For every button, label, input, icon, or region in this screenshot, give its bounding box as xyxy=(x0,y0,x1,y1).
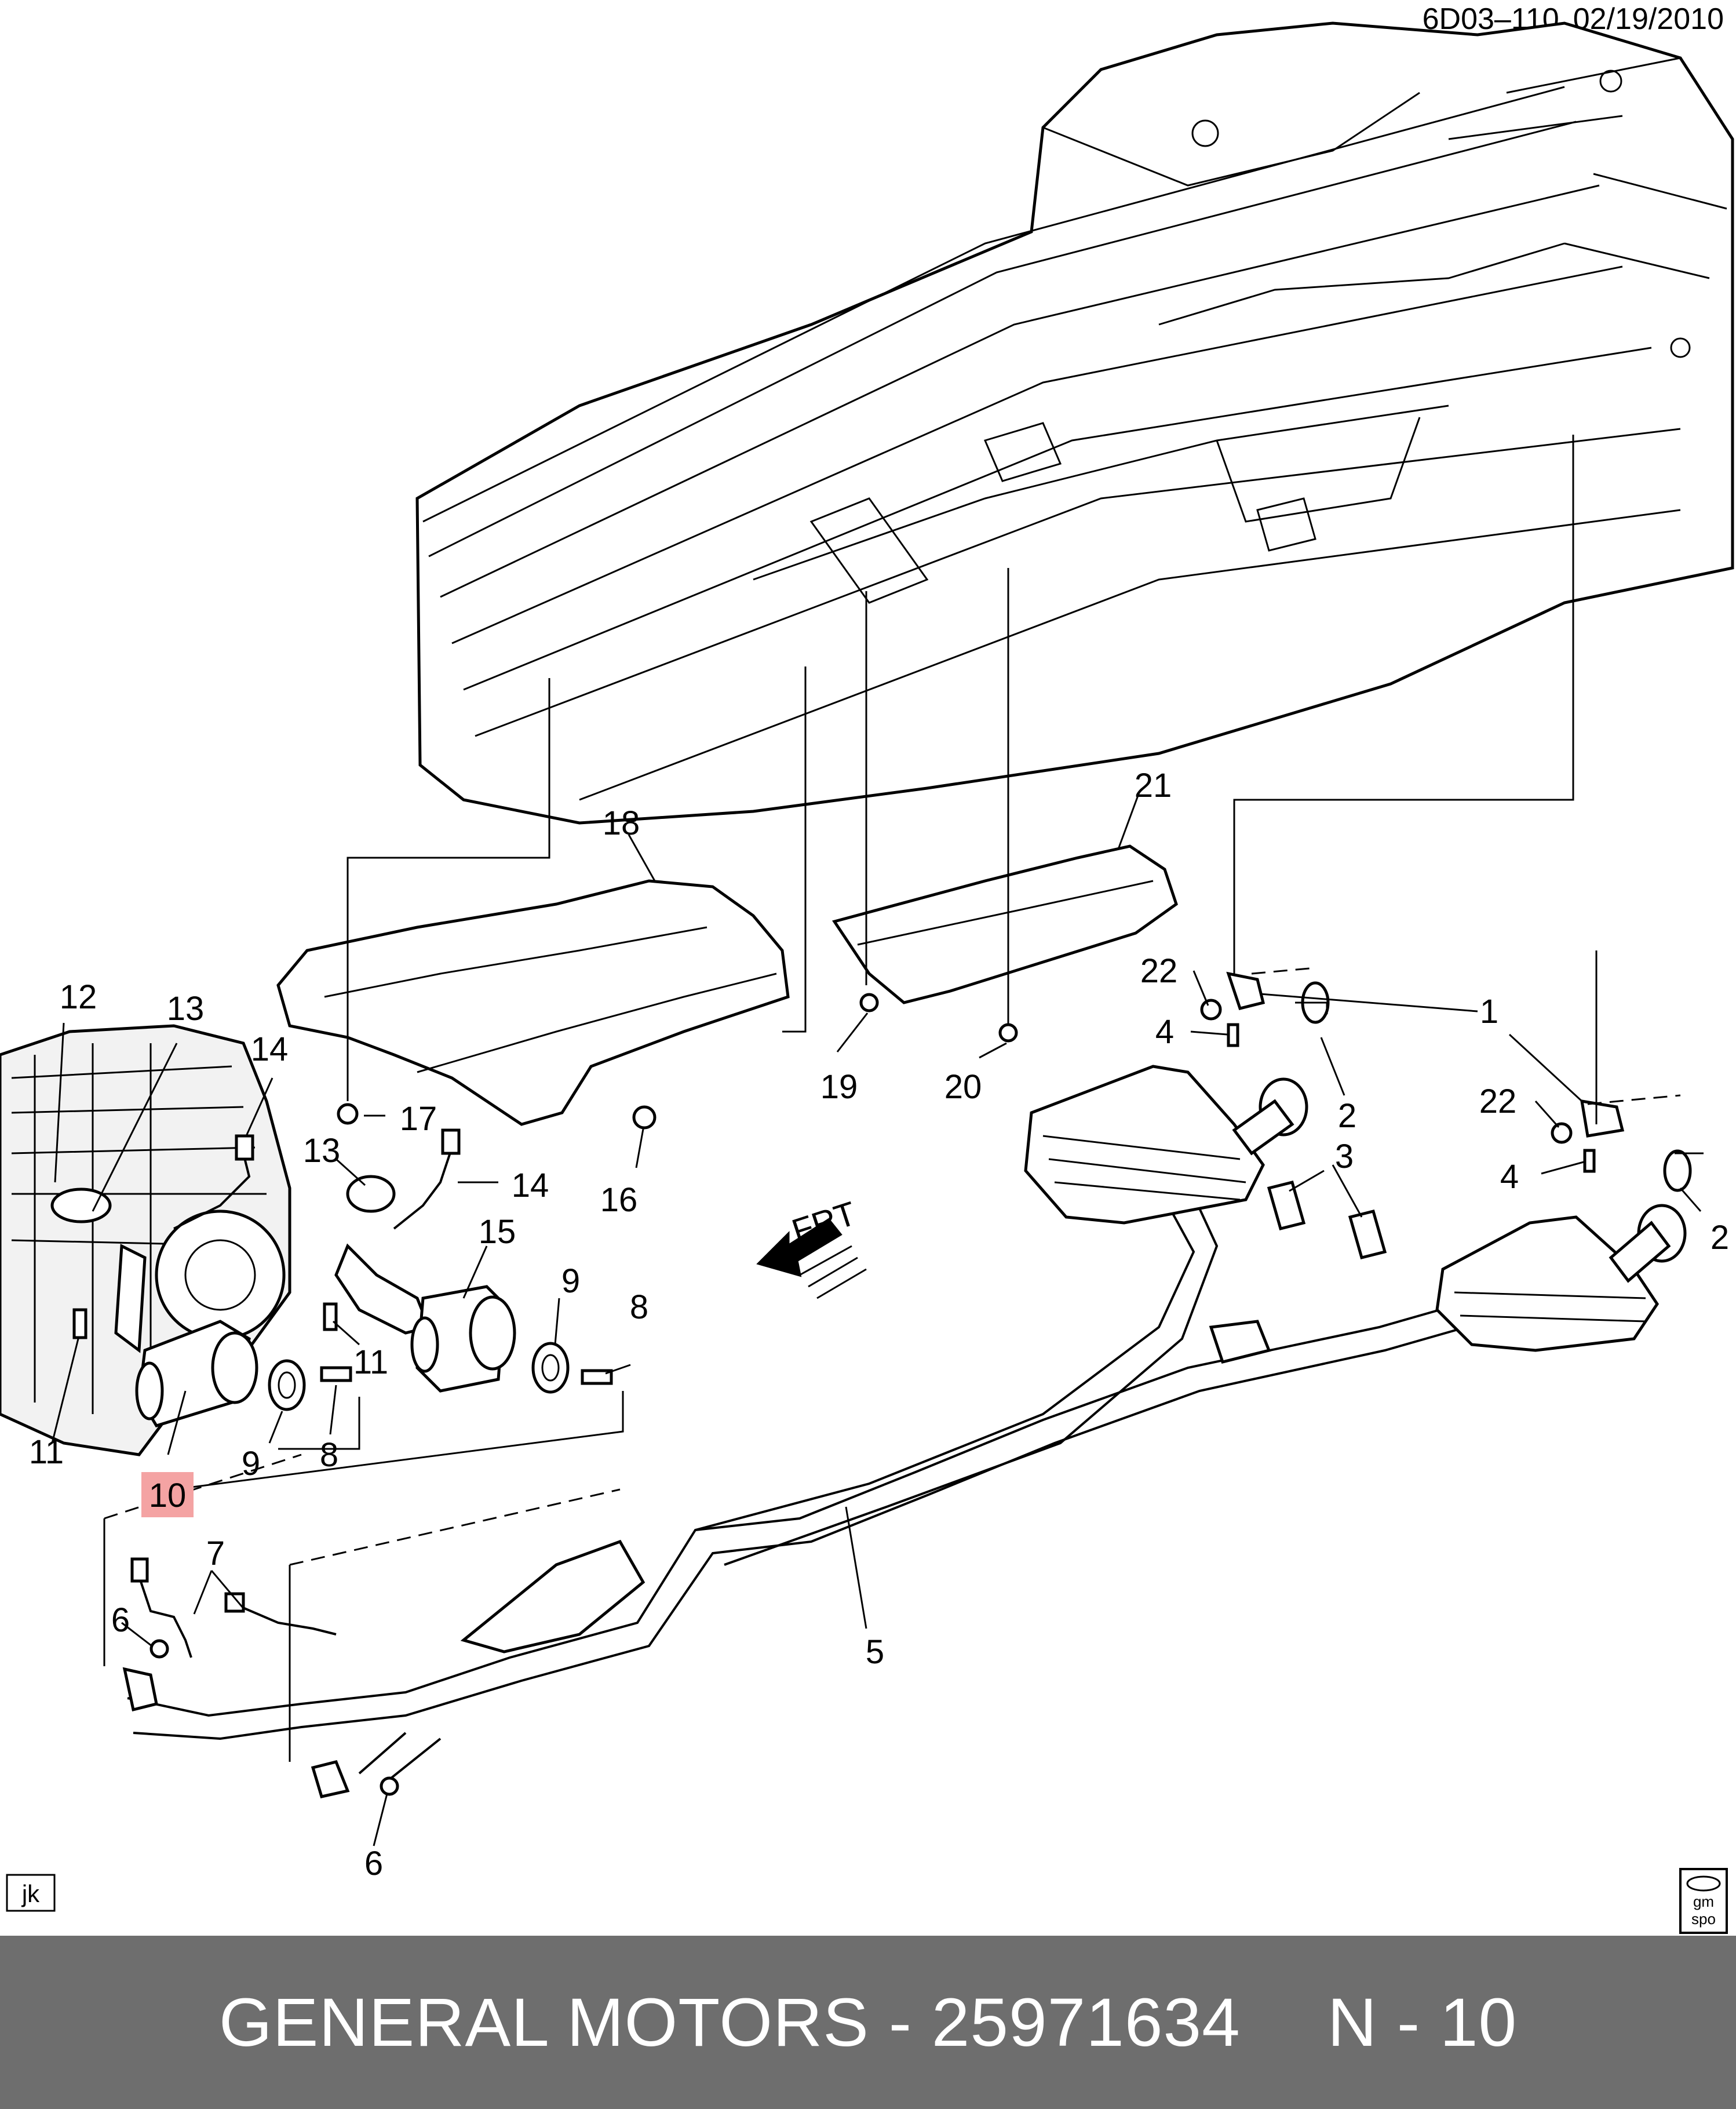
nut-22a xyxy=(1200,999,1222,1021)
flange-left xyxy=(122,1667,158,1712)
insulator-3a xyxy=(1267,1180,1306,1231)
hanger-1a xyxy=(1226,971,1265,1010)
oxygen-sensor-7a xyxy=(138,1576,192,1658)
flange-right xyxy=(311,1760,350,1798)
nut-6a xyxy=(149,1639,169,1659)
callout-16: 16 xyxy=(600,1181,638,1219)
callout-labels: 1 2 2 3 4 4 5 6 6 7 8 8 9 9 10 11 11 12 … xyxy=(29,767,1729,1882)
gm-spo-logo: gm spo xyxy=(1679,1868,1728,1934)
heat-shield-21 xyxy=(831,844,1178,1004)
callout-11a: 11 xyxy=(29,1433,64,1471)
callout-21: 21 xyxy=(1135,767,1172,804)
callout-14a: 14 xyxy=(251,1030,289,1068)
callout-6b: 6 xyxy=(364,1845,383,1882)
footer-bar: GENERAL MOTORS - 25971634 N - 10 xyxy=(0,1936,1736,2109)
drafter-initials: jk xyxy=(21,1880,40,1907)
callout-13b: 13 xyxy=(303,1132,341,1170)
callout-14b: 14 xyxy=(512,1167,549,1204)
resonator xyxy=(460,1539,645,1653)
footer-brand: GENERAL MOTORS - 25971634 xyxy=(218,1984,1241,2061)
bolt-4b xyxy=(1583,1149,1596,1173)
vehicle-underbody xyxy=(415,21,1734,825)
front-direction-arrow: FRT xyxy=(756,1194,867,1299)
gasket-13b xyxy=(346,1175,396,1213)
oxygen-sensor-14b xyxy=(393,1147,453,1230)
oxygen-sensor-14a xyxy=(173,1153,251,1230)
gasket-9a xyxy=(268,1359,306,1411)
callout-17: 17 xyxy=(400,1100,437,1138)
callout-20: 20 xyxy=(944,1068,982,1106)
callout-8a: 8 xyxy=(320,1436,338,1474)
logo-line2: spo xyxy=(1691,1910,1716,1928)
leader-lines xyxy=(51,793,1702,1846)
callout-6a: 6 xyxy=(111,1601,130,1639)
gasket-13a xyxy=(50,1188,112,1223)
callout-12: 12 xyxy=(60,978,97,1016)
footer-text: GENERAL MOTORS - 25971634 N - 10 xyxy=(219,1983,1517,2062)
callout-2a: 2 xyxy=(1338,1097,1356,1135)
exhaust-pipe-5 xyxy=(127,1170,1467,1786)
callout-18: 18 xyxy=(603,804,640,842)
diagram-date: 02/19/2010 xyxy=(1573,2,1724,36)
catalytic-converter-10 xyxy=(114,1244,258,1427)
callout-5: 5 xyxy=(866,1633,884,1671)
callout-11b: 11 xyxy=(353,1343,388,1381)
callout-10: 10 xyxy=(149,1477,187,1514)
reference-lines xyxy=(103,435,1704,1762)
nut-22b xyxy=(1551,1122,1573,1144)
hanger-1b xyxy=(1580,1099,1625,1138)
stud-8a xyxy=(320,1366,352,1382)
grommet-16 xyxy=(632,1105,657,1130)
stud-8b xyxy=(581,1369,613,1385)
callout-22a: 22 xyxy=(1140,952,1178,990)
insulator-2b xyxy=(1663,1149,1692,1192)
bolt-4a xyxy=(1227,1023,1239,1047)
callout-22b: 22 xyxy=(1479,1083,1517,1120)
bolt-11a xyxy=(72,1308,87,1339)
nut-17 xyxy=(337,1103,359,1125)
callout-1: 1 xyxy=(1480,993,1498,1030)
callout-4b: 4 xyxy=(1500,1158,1519,1196)
insulator-3b xyxy=(1348,1209,1387,1260)
callout-15: 15 xyxy=(479,1213,516,1251)
highlight-part-10 xyxy=(141,1472,194,1517)
callout-8b: 8 xyxy=(630,1288,648,1326)
callout-13a: 13 xyxy=(167,990,205,1028)
callout-4a: 4 xyxy=(1155,1013,1174,1051)
catalytic-converter-15 xyxy=(334,1243,516,1393)
oxygen-sensor-7b xyxy=(237,1604,337,1636)
callout-9b: 9 xyxy=(561,1262,580,1300)
logo-line1: gm xyxy=(1693,1893,1714,1910)
muffler-left xyxy=(1024,1065,1308,1225)
nut-19 xyxy=(859,993,879,1012)
hanger-bracket xyxy=(1209,1320,1271,1364)
callout-2b: 2 xyxy=(1711,1219,1729,1256)
callout-19: 19 xyxy=(820,1068,858,1106)
front-arrow-label: FRT xyxy=(787,1194,860,1250)
muffler-right xyxy=(1435,1204,1687,1352)
drafter-tag: jk xyxy=(6,1874,56,1912)
callout-7: 7 xyxy=(206,1535,225,1572)
heat-shield-18 xyxy=(276,879,790,1126)
callout-9a: 9 xyxy=(242,1445,260,1483)
nut-20 xyxy=(998,1023,1018,1043)
callout-3: 3 xyxy=(1335,1138,1354,1175)
gasket-9b xyxy=(531,1342,570,1394)
bolt-11b xyxy=(323,1302,338,1331)
nut-6b xyxy=(380,1776,399,1796)
footer-ref: N - 10 xyxy=(1327,1984,1518,2061)
